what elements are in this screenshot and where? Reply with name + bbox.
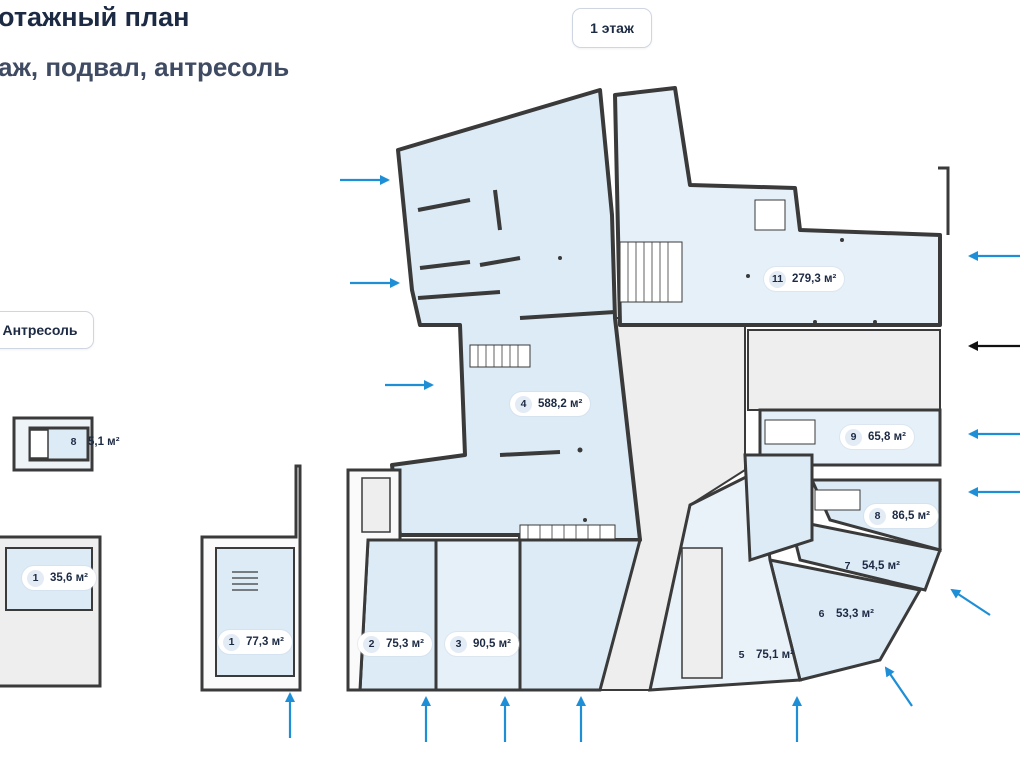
- room-label[interactable]: 4 588,2 м²: [510, 392, 591, 416]
- room-number-badge: 4: [515, 395, 532, 413]
- floor-tab-mezzanine[interactable]: Антресоль: [0, 311, 94, 349]
- page-subtitle: аж, подвал, антресоль: [0, 52, 290, 82]
- room-label[interactable]: 7 54,5 м²: [834, 554, 908, 578]
- floor-tab-first[interactable]: 1 этаж: [572, 8, 652, 48]
- room-number-badge: 6: [818, 608, 825, 620]
- room-area: 75,1 м²: [756, 649, 794, 661]
- room-label[interactable]: 3 90,5 м²: [445, 632, 519, 656]
- room-label[interactable]: 6 53,3 м²: [808, 602, 882, 626]
- room-7-area: [787, 518, 943, 592]
- room-area: 53,3 м²: [836, 608, 874, 620]
- room-number-badge: 3: [450, 635, 467, 653]
- room-area: 65,8 м²: [868, 431, 906, 443]
- room-2-area: [358, 538, 438, 692]
- mezzanine-plan-room-8: [12, 416, 94, 472]
- room-label[interactable]: 8 5,1 м²: [60, 430, 128, 454]
- room-label[interactable]: 5 75,1 м²: [728, 643, 802, 667]
- room-area: 35,6 м²: [50, 572, 88, 584]
- mezzanine-plan-room-1-mid: [200, 464, 302, 692]
- room-label[interactable]: 9 65,8 м²: [840, 425, 914, 449]
- room-number-badge: 9: [845, 428, 862, 446]
- room-number-badge: 1: [223, 633, 240, 651]
- room-number-badge: 5: [738, 649, 745, 661]
- room-label[interactable]: 1 35,6 м²: [22, 566, 96, 590]
- room-3-area: [434, 538, 522, 692]
- room-label[interactable]: 8 86,5 м²: [864, 504, 938, 528]
- mezzanine-plan-room-1-left: [0, 535, 102, 688]
- room-area: 90,5 м²: [473, 638, 511, 650]
- room-4-area: [390, 88, 642, 542]
- page-title: отажный план: [0, 2, 190, 32]
- room-area: 54,5 м²: [862, 560, 900, 572]
- room-area: 75,3 м²: [386, 638, 424, 650]
- room-number-badge: 2: [363, 635, 380, 653]
- room-label[interactable]: 2 75,3 м²: [358, 632, 432, 656]
- room-number-badge: 11: [769, 270, 786, 288]
- room-area: 86,5 м²: [892, 510, 930, 522]
- room-number-badge: 8: [70, 436, 77, 448]
- room-area: 5,1 м²: [88, 436, 120, 448]
- room-number-badge: 7: [844, 560, 851, 572]
- room-area: 588,2 м²: [538, 398, 583, 410]
- room-label[interactable]: 11 279,3 м²: [764, 267, 845, 291]
- room-number-badge: 1: [27, 569, 44, 587]
- entrance-arrow-icon: [950, 588, 991, 616]
- room-number-badge: 8: [869, 507, 886, 525]
- room-label[interactable]: 1 77,3 м²: [218, 630, 292, 654]
- room-area: 279,3 м²: [792, 273, 837, 285]
- room-area: 77,3 м²: [246, 636, 284, 648]
- entrance-arrow-icon: [884, 666, 913, 707]
